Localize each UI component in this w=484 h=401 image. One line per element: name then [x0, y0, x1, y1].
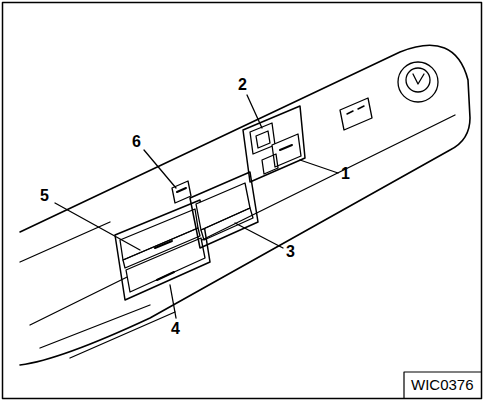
leader-line	[170, 285, 176, 318]
panel-edge	[40, 305, 150, 348]
switch-recess	[243, 106, 305, 182]
leader-line	[300, 160, 338, 173]
window-switch	[201, 208, 253, 240]
panel-edge	[20, 222, 110, 262]
leader-line	[247, 95, 262, 128]
leader-line	[144, 150, 176, 188]
leader-line	[235, 223, 283, 248]
mirror-knob	[398, 62, 438, 102]
main-switch	[262, 154, 278, 174]
code-box	[404, 372, 482, 399]
figure-code: WIC0376	[411, 377, 474, 392]
callout-number: 3	[286, 244, 295, 260]
panel-edge	[30, 115, 455, 325]
main-switch	[272, 134, 301, 167]
switch-symbol	[256, 131, 270, 148]
callout-number: 1	[341, 166, 350, 182]
callout-number: 5	[40, 188, 49, 204]
mirror-selector	[340, 98, 372, 130]
lock-switch	[172, 181, 191, 203]
panel-edge	[70, 312, 175, 358]
mirror-knob	[406, 68, 430, 92]
callout-number: 4	[171, 321, 180, 337]
frame	[3, 3, 482, 399]
window-switch	[126, 238, 205, 292]
leader-line	[55, 203, 140, 250]
lock-symbol	[177, 188, 186, 192]
armrest-panel	[20, 45, 470, 365]
switch-detail	[155, 241, 174, 280]
switch-recess	[190, 172, 258, 248]
mirror-selector	[347, 106, 364, 114]
switch-symbol	[280, 145, 292, 150]
switch-recess	[115, 200, 210, 300]
mirror-knob	[413, 74, 424, 84]
callout-number: 2	[238, 77, 247, 93]
callout-number: 6	[132, 134, 141, 150]
